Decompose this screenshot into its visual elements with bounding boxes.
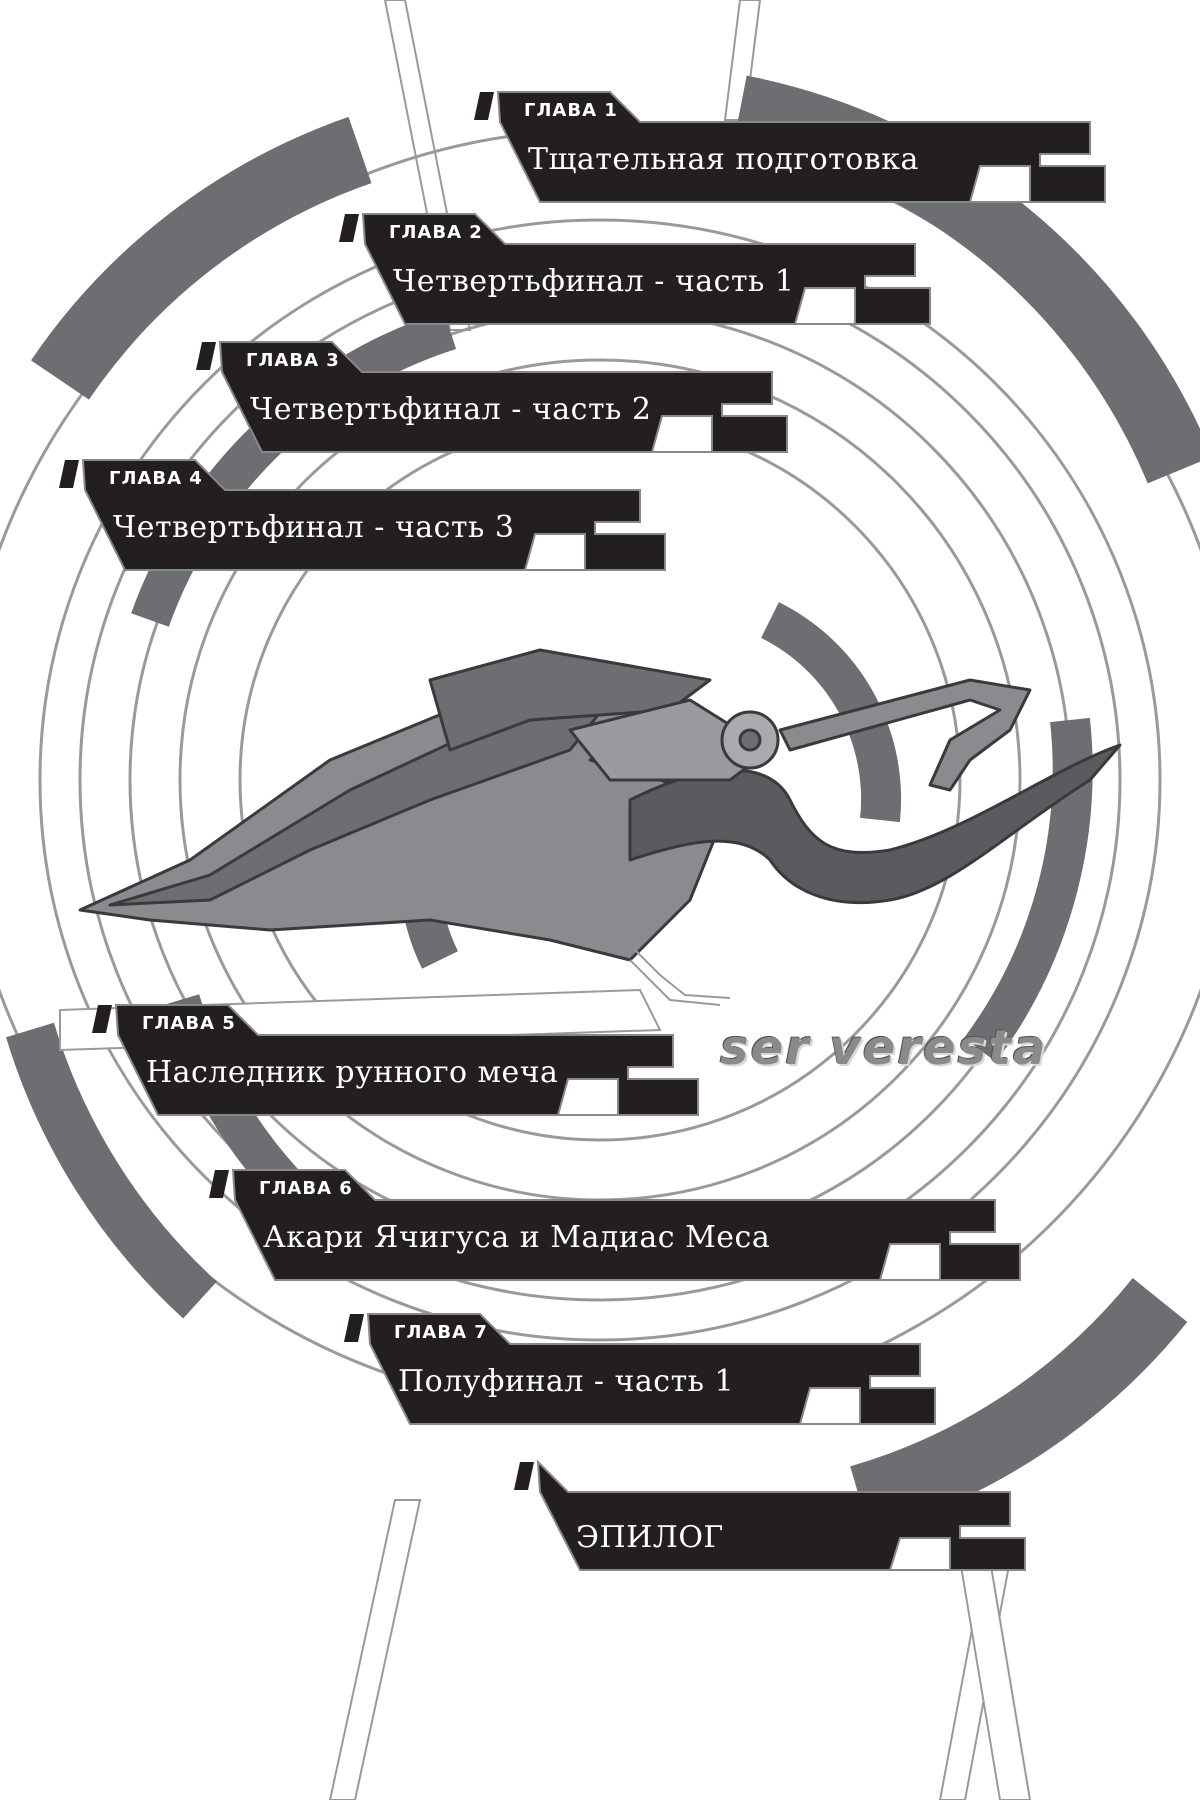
chapter-plate-graphic: [92, 1004, 699, 1116]
chapter-entry-3[interactable]: ГЛАВА 3 Четвертьфинал - часть 2: [196, 340, 842, 453]
chapter-label: ГЛАВА 7: [394, 1322, 488, 1343]
chapter-label: ГЛАВА 2: [389, 222, 483, 243]
chapter-entry-4[interactable]: ГЛАВА 4 Четвертьфинал - часть 3: [59, 458, 705, 571]
chapter-entry-epilogue[interactable]: ЭПИЛОГ: [514, 1459, 1160, 1571]
chapter-plate-graphic: [474, 91, 1106, 203]
chapter-title: Полуфинал - часть 1: [398, 1364, 735, 1399]
chapter-entry-6[interactable]: ГЛАВА 6 Акари Ячигуса и Мадиас Меса: [209, 1168, 1021, 1281]
chapter-title: Четвертьфинал - часть 3: [113, 510, 515, 545]
chapter-entry-7[interactable]: ГЛАВА 7 Полуфинал - часть 1: [344, 1312, 990, 1425]
chapter-plate-graphic: [196, 341, 788, 453]
chapter-title: Четвертьфинал - часть 2: [250, 392, 652, 427]
chapter-plate-graphic: [59, 459, 666, 571]
chapter-label: ГЛАВА 1: [524, 100, 618, 121]
chapter-label: ГЛАВА 5: [142, 1013, 236, 1034]
chapter-label: ГЛАВА 4: [109, 468, 203, 489]
chapter-title: Тщательная подготовка: [528, 142, 919, 177]
chapter-title: Четвертьфинал - часть 1: [393, 264, 795, 299]
chapter-title: ЭПИЛОГ: [576, 1520, 724, 1555]
chapter-label: ГЛАВА 3: [246, 350, 340, 371]
chapter-label: ГЛАВА 6: [259, 1178, 353, 1199]
chapter-entry-2[interactable]: ГЛАВА 2 Четвертьфинал - часть 1: [339, 212, 985, 325]
chapter-title: Акари Ячигуса и Мадиас Меса: [263, 1220, 771, 1255]
chapter-plate-graphic: [339, 213, 931, 325]
chapter-plate-graphic: [209, 1169, 1021, 1281]
chapter-plate-graphic: [514, 1459, 1026, 1571]
chapter-title: Наследник рунного меча: [146, 1055, 559, 1090]
ser-veresta-sword-icon: [78, 648, 1122, 1006]
ser-veresta-logo-text: ser veresta: [720, 1020, 1048, 1076]
chapter-entry-1[interactable]: ГЛАВА 1 Тщательная подготовка: [474, 90, 1120, 203]
chapter-entry-5[interactable]: ГЛАВА 5 Наследник рунного меча: [92, 1003, 738, 1116]
chapter-plate-graphic: [344, 1313, 936, 1425]
